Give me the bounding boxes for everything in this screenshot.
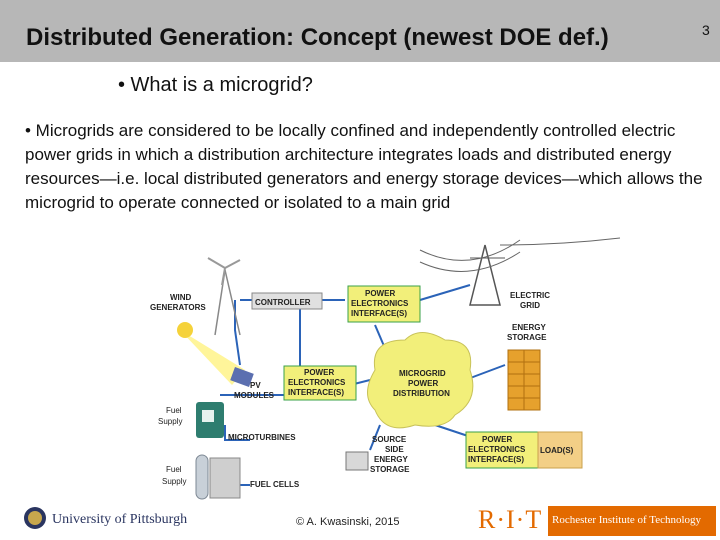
slide-number: 3	[702, 22, 710, 38]
controller-box	[251, 292, 323, 310]
controller-label: CONTROLLER	[255, 298, 311, 307]
title-bar	[0, 0, 720, 62]
pe-interface-top-box	[347, 285, 421, 323]
pe-interface-bottom-box	[465, 431, 539, 469]
pv-panel-icon	[230, 367, 254, 387]
slide-title: Distributed Generation: Concept (newest …	[26, 22, 710, 52]
pe-interface-left-box	[283, 365, 357, 401]
microgrid-cloud	[367, 332, 474, 429]
microturbine-icon	[196, 402, 224, 438]
load-box	[537, 431, 583, 469]
definition-paragraph: • Microgrids are considered to be locall…	[25, 121, 703, 212]
light-beam-icon	[180, 330, 245, 385]
fuel-cell-icon	[195, 454, 241, 500]
source-storage-icon	[345, 451, 369, 471]
university-of-pittsburgh-logo: University of Pittsburgh	[52, 512, 188, 527]
copyright-text: © A. Kwasinski, 2015	[296, 516, 400, 528]
rit-logo-letters: R·I·T	[478, 505, 543, 534]
fuel-cells-label: FUEL CELLS	[250, 480, 300, 489]
rit-logo-name: Rochester Institute of Technology	[552, 514, 702, 526]
sun-icon	[177, 322, 193, 338]
pitt-seal-icon	[24, 507, 46, 529]
battery-stack-icon	[507, 349, 541, 411]
rit-logo-background	[474, 506, 716, 536]
load-label: LOAD(S)	[540, 446, 574, 455]
slide-title-text: Distributed Generation: Concept (newest …	[26, 24, 609, 51]
wind-turbine-icon	[207, 257, 241, 336]
transmission-tower-icon	[419, 237, 621, 306]
bullet-question: • What is a microgrid?	[118, 74, 313, 96]
microturbines-label: MICROTURBINES	[228, 433, 296, 442]
